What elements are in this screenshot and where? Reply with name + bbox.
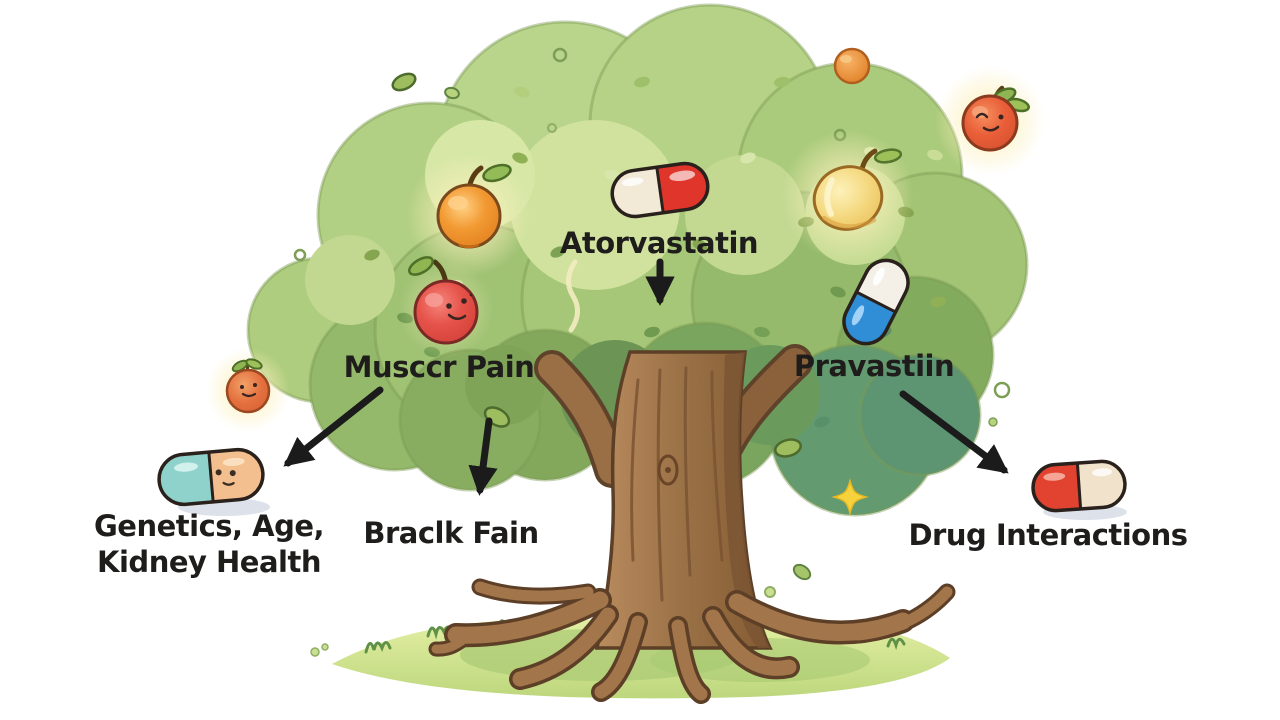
label-pravastatin: Pravastiin: [793, 349, 955, 383]
label-genetics-line2: Kidney Health: [97, 545, 321, 579]
glowing-orange-fruit: [436, 163, 512, 249]
orange-ball-fruit: [833, 47, 871, 85]
sparkle-star-icon: [831, 478, 869, 516]
mini-orange-face-fruit: [225, 358, 271, 414]
blue-white-capsule: [842, 258, 910, 346]
label-genetics-line1: Genetics, Age,: [93, 509, 325, 543]
label-drug-interactions: Drug Interactions: [908, 518, 1188, 552]
golden-plum-fruit: [812, 148, 903, 231]
red-cream-capsule: [1031, 459, 1127, 520]
red-apple-face-fruit: [408, 256, 479, 345]
smiling-apple-fruit: [961, 85, 1030, 152]
label-muscle-pain: Musccr Pain: [343, 350, 535, 384]
teal-peach-capsule-face: [157, 447, 270, 516]
tree-trunk: [534, 344, 813, 650]
arrow-canopy-to-back-pain: [468, 417, 498, 496]
floating-leaves: [310, 72, 1011, 657]
canopy-squiggle: [566, 259, 580, 333]
arrow-pravastatin-to-capsule: [899, 390, 1009, 474]
atorvastatin-capsule: [610, 161, 710, 219]
label-genetics-age-kidney: Genetics, Age, Kidney Health: [93, 508, 325, 580]
arrow-muscle-pain-to-capsule: [283, 386, 384, 467]
tree-roots: [428, 578, 956, 704]
label-atorvastatin: Atorvastatin: [559, 226, 759, 260]
label-back-pain: Braclk Fain: [363, 516, 539, 550]
